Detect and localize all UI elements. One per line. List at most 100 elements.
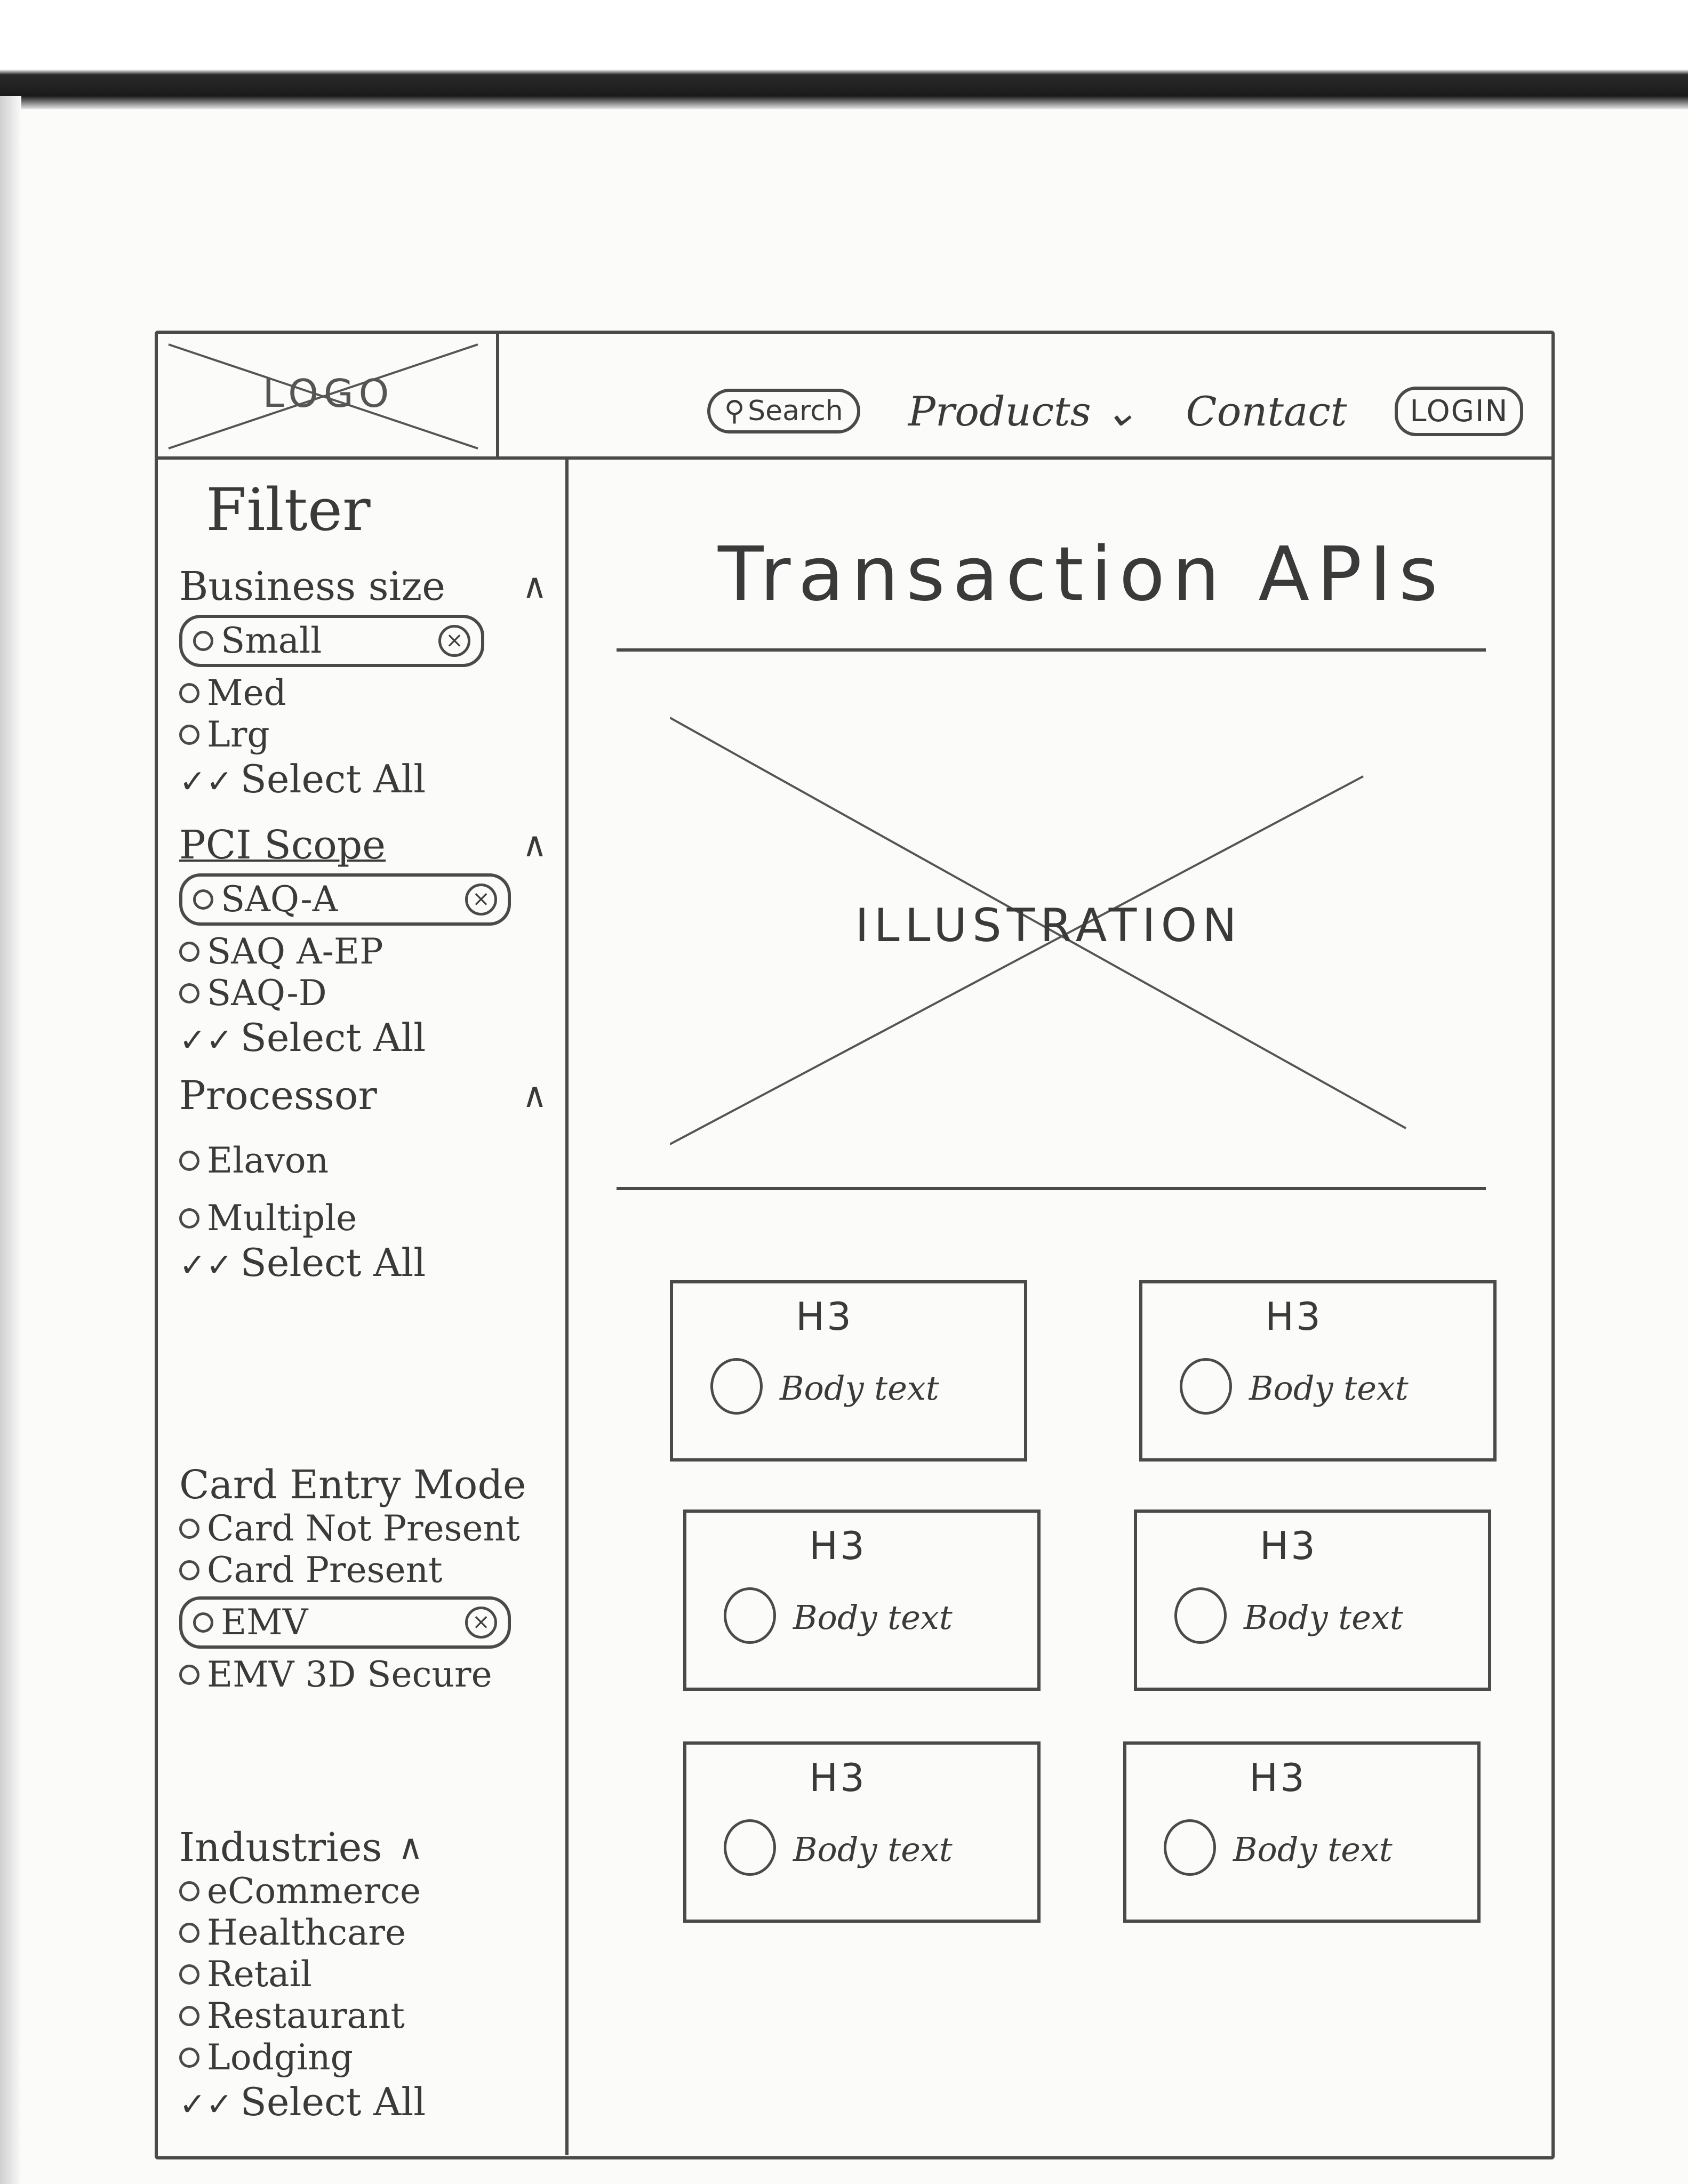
filter-group-header[interactable]: Business size ∧ bbox=[179, 564, 553, 609]
select-all-label: Select All bbox=[240, 757, 426, 801]
illustration-divider bbox=[617, 1187, 1486, 1190]
filter-group-processor: Processor ∧ Elavon Multiple ✓✓Select All bbox=[179, 1073, 553, 1289]
feature-card[interactable]: H3 Body text bbox=[683, 1741, 1041, 1923]
filter-option[interactable]: Elavon bbox=[179, 1140, 553, 1182]
logo-text: LOGO bbox=[262, 371, 395, 416]
double-check-icon: ✓✓ bbox=[179, 2086, 233, 2123]
option-label: SAQ A-EP bbox=[207, 931, 383, 972]
option-label: Elavon bbox=[207, 1140, 329, 1181]
login-button[interactable]: LOGIN bbox=[1395, 386, 1524, 436]
filter-group-pci-scope: PCI Scope ∧ SAQ-A × SAQ A-EP SAQ-D ✓✓Sel… bbox=[179, 822, 553, 1064]
filter-option[interactable]: SAQ-D bbox=[179, 973, 553, 1014]
illustration-placeholder-icon bbox=[669, 717, 1406, 1145]
feature-card[interactable]: H3 Body text bbox=[1134, 1509, 1491, 1691]
option-label: EMV bbox=[221, 1602, 308, 1643]
select-all-label: Select All bbox=[240, 1015, 426, 1060]
option-label: eCommerce bbox=[207, 1870, 421, 1912]
option-label: Card Not Present bbox=[207, 1508, 520, 1549]
chevron-up-icon[interactable]: ∧ bbox=[522, 825, 547, 865]
card-heading: H3 bbox=[1260, 1523, 1317, 1568]
filter-option[interactable]: Retail bbox=[179, 1954, 553, 1995]
filter-group-header[interactable]: PCI Scope ∧ bbox=[179, 822, 553, 868]
filter-option[interactable]: EMV 3D Secure bbox=[179, 1654, 553, 1696]
page-title: Transaction APIs bbox=[718, 531, 1445, 618]
feature-card[interactable]: H3 Body text bbox=[670, 1280, 1027, 1462]
search-button[interactable]: ⚲ Search bbox=[707, 389, 860, 433]
card-heading: H3 bbox=[1249, 1755, 1307, 1800]
chevron-up-icon[interactable]: ∧ bbox=[522, 1076, 547, 1115]
filter-chip-selected[interactable]: Small × bbox=[179, 615, 484, 667]
filter-group-industries: Industries ∧ eCommerce Healthcare Retail… bbox=[179, 1825, 553, 2128]
feature-card[interactable]: H3 Body text bbox=[683, 1509, 1041, 1691]
radio-icon bbox=[179, 1964, 199, 1985]
card-icon bbox=[710, 1358, 763, 1415]
option-label: Restaurant bbox=[207, 1995, 405, 2036]
card-body: Body text bbox=[793, 1598, 953, 1637]
page-shadow bbox=[0, 96, 21, 2184]
card-icon bbox=[724, 1819, 776, 1876]
feature-card[interactable]: H3 Body text bbox=[1123, 1741, 1481, 1923]
radio-icon bbox=[193, 1612, 213, 1633]
top-nav: ⚲ Search Products ⌄ Contact LOGIN bbox=[707, 384, 1524, 438]
chevron-up-icon[interactable]: ∧ bbox=[522, 567, 547, 606]
option-label: Healthcare bbox=[207, 1912, 406, 1953]
filter-group-header[interactable]: Card Entry Mode bbox=[179, 1462, 553, 1508]
card-heading: H3 bbox=[809, 1523, 867, 1568]
filter-option[interactable]: Card Present bbox=[179, 1549, 553, 1591]
illustration-label: ILLUSTRATION bbox=[855, 899, 1242, 952]
filter-group-label: Processor bbox=[179, 1073, 377, 1119]
nav-products[interactable]: Products ⌄ bbox=[908, 388, 1138, 435]
option-label: Retail bbox=[207, 1954, 312, 1995]
select-all-label: Select All bbox=[240, 2079, 426, 2124]
option-label: Multiple bbox=[207, 1198, 357, 1239]
radio-icon bbox=[193, 631, 213, 651]
select-all-link[interactable]: ✓✓Select All bbox=[179, 2078, 553, 2128]
logo-placeholder-icon bbox=[168, 343, 478, 449]
filter-title: Filter bbox=[206, 476, 371, 544]
option-label: SAQ-D bbox=[207, 973, 327, 1014]
radio-icon bbox=[179, 983, 199, 1003]
filter-group-label: Industries bbox=[179, 1825, 382, 1870]
double-check-icon: ✓✓ bbox=[179, 1022, 233, 1059]
filter-option[interactable]: eCommerce bbox=[179, 1870, 553, 1912]
radio-icon bbox=[179, 1881, 199, 1901]
filter-option[interactable]: Card Not Present bbox=[179, 1508, 553, 1549]
card-heading: H3 bbox=[796, 1294, 853, 1339]
radio-icon bbox=[193, 889, 213, 910]
select-all-link[interactable]: ✓✓Select All bbox=[179, 756, 553, 805]
radio-icon bbox=[179, 1560, 199, 1580]
select-all-link[interactable]: ✓✓Select All bbox=[179, 1239, 553, 1289]
filter-option[interactable]: Med bbox=[179, 672, 553, 714]
filter-option[interactable]: Restaurant bbox=[179, 1995, 553, 2037]
filter-chip-selected[interactable]: SAQ-A × bbox=[179, 873, 511, 926]
select-all-link[interactable]: ✓✓Select All bbox=[179, 1014, 553, 1064]
filter-group-label: PCI Scope bbox=[179, 822, 386, 868]
option-label: SAQ-A bbox=[221, 879, 338, 920]
page-top-edge bbox=[0, 0, 1688, 109]
filter-option[interactable]: Lrg bbox=[179, 714, 553, 756]
feature-card[interactable]: H3 Body text bbox=[1139, 1280, 1497, 1462]
card-heading: H3 bbox=[1265, 1294, 1323, 1339]
filter-group-header[interactable]: Industries ∧ bbox=[179, 1825, 553, 1870]
chevron-up-icon[interactable]: ∧ bbox=[398, 1828, 423, 1867]
close-icon[interactable]: × bbox=[465, 1607, 497, 1639]
filter-group-header[interactable]: Processor ∧ bbox=[179, 1073, 553, 1119]
search-label: Search bbox=[748, 395, 843, 427]
logo[interactable]: LOGO bbox=[158, 334, 499, 456]
radio-icon bbox=[179, 1923, 199, 1943]
radio-icon bbox=[179, 1665, 199, 1685]
filter-option[interactable]: Lodging bbox=[179, 2037, 553, 2078]
nav-contact[interactable]: Contact bbox=[1186, 387, 1347, 435]
filter-option[interactable]: Healthcare bbox=[179, 1912, 553, 1954]
card-body: Body text bbox=[1249, 1369, 1409, 1408]
header-divider bbox=[158, 456, 1551, 460]
filter-option[interactable]: Multiple bbox=[179, 1198, 553, 1239]
radio-icon bbox=[179, 942, 199, 962]
close-icon[interactable]: × bbox=[465, 884, 497, 916]
filter-option[interactable]: SAQ A-EP bbox=[179, 931, 553, 973]
filter-chip-selected[interactable]: EMV × bbox=[179, 1596, 511, 1649]
close-icon[interactable]: × bbox=[438, 625, 470, 657]
radio-icon bbox=[179, 1208, 199, 1228]
filter-group-card-entry-mode: Card Entry Mode Card Not Present Card Pr… bbox=[179, 1462, 553, 1696]
radio-icon bbox=[179, 683, 199, 703]
